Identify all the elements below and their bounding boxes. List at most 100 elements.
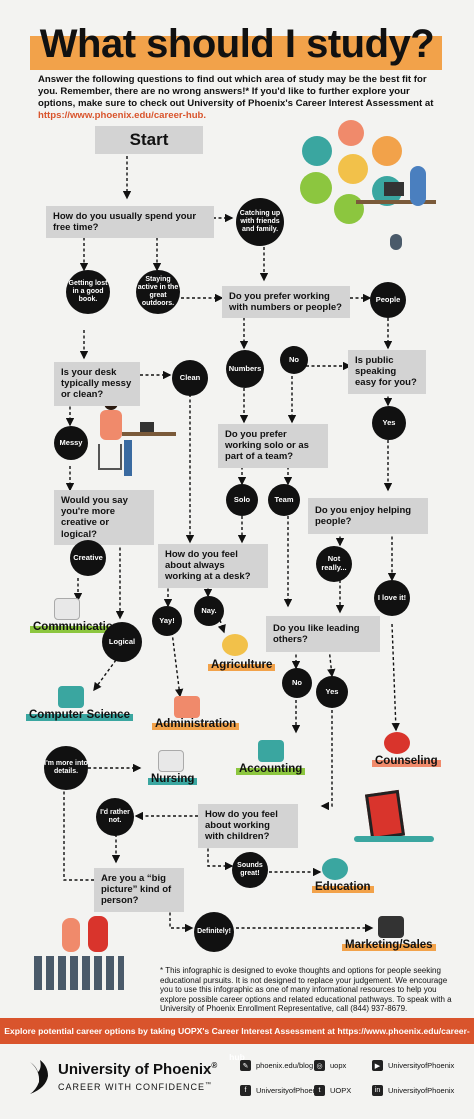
laptop-icon — [384, 182, 404, 196]
laptop-icon — [140, 422, 154, 432]
q-free-time: How do you usually spend your free time? — [46, 206, 214, 239]
field-counseling-label: Counseling — [375, 755, 438, 767]
globe-icon — [334, 194, 364, 224]
tablet-shadow — [354, 836, 434, 842]
a-yay: Yay! — [152, 606, 182, 636]
briefcase-icon — [378, 916, 404, 938]
start-box: Start — [95, 126, 203, 154]
field-counseling: Counseling — [372, 754, 441, 768]
field-administration-label: Administration — [155, 718, 237, 730]
a-friends-family: Catching up with friends and family. — [236, 198, 284, 246]
brand-name-text: University of Phoenix — [58, 1061, 212, 1078]
facebook-icon: f — [240, 1085, 251, 1096]
a-messy: Messy — [54, 426, 88, 460]
social-blog[interactable]: ✎phoenix.edu/blog — [240, 1060, 313, 1071]
microscope-icon — [322, 858, 348, 880]
filing-cabinet-icon — [174, 696, 200, 718]
intro-body: Answer the following questions to find o… — [38, 74, 434, 109]
brand-name: University of Phoenix® — [58, 1061, 217, 1078]
field-computer-science: Computer Science — [26, 708, 133, 722]
a-no-leading: No — [282, 668, 312, 698]
books-icon — [54, 598, 80, 620]
twitter-icon: t — [314, 1085, 325, 1096]
q-big-picture: Are you a “big picture” kind of person? — [94, 868, 184, 912]
computer-icon — [58, 686, 84, 708]
a-creative: Creative — [70, 540, 106, 576]
a-love-it: I love it! — [374, 580, 410, 616]
a-rather-not: I'd rather not. — [96, 798, 134, 836]
a-solo: Solo — [226, 484, 258, 516]
hospital-icon — [158, 750, 184, 772]
a-good-book: Getting lost in a good book. — [66, 270, 110, 314]
a-details: I'm more into details. — [44, 746, 88, 790]
a-yes-speaking: Yes — [372, 406, 406, 440]
a-sounds-great: Sounds great! — [232, 852, 268, 888]
heart-icon — [384, 732, 410, 754]
field-computer-science-label: Computer Science — [29, 709, 130, 721]
desk-shape — [356, 200, 436, 204]
phoenix-logo-icon — [26, 1056, 52, 1096]
brand-registered: ® — [211, 1061, 218, 1070]
calculator-icon — [258, 740, 284, 762]
person-body — [100, 410, 122, 440]
crowd-shape — [34, 956, 124, 990]
brand-tagline: CAREER WITH CONFIDENCE™ — [58, 1082, 212, 1092]
a-numbers: Numbers — [226, 350, 264, 388]
medical-kit-icon — [300, 172, 332, 204]
brand-trademark: ™ — [205, 1082, 213, 1088]
title-highlight — [30, 36, 442, 70]
intro-text: Answer the following questions to find o… — [38, 74, 446, 122]
lightbulb-icon — [338, 154, 368, 184]
youtube-icon: ▶ — [372, 1060, 383, 1071]
q-children: How do you feel about working with child… — [198, 804, 298, 848]
a-logical: Logical — [102, 622, 142, 662]
field-agriculture-label: Agriculture — [211, 659, 273, 671]
person-left — [62, 918, 80, 952]
instagram-icon: ◎ — [314, 1060, 325, 1071]
q-enjoy-helping: Do you enjoy helping people? — [308, 498, 428, 535]
career-hub-link[interactable]: https://www.phoenix.edu/career-hub. — [38, 109, 207, 121]
person-figure — [410, 166, 426, 206]
field-education: Education — [312, 880, 374, 894]
blog-icon: ✎ — [240, 1060, 251, 1071]
tablet-icon — [364, 789, 406, 841]
title-area: What should I study? — [0, 14, 474, 94]
a-no-speaking: No — [280, 346, 308, 374]
person-right — [88, 916, 108, 952]
field-nursing-label: Nursing — [151, 773, 195, 785]
brand-tagline-text: CAREER WITH CONFIDENCE — [58, 1082, 206, 1092]
q-desk-work: How do you feel about always working at … — [158, 544, 268, 588]
field-marketing-label: Marketing/Sales — [345, 939, 433, 951]
career-assessment-banner[interactable]: Explore potential career options by taki… — [0, 1018, 474, 1062]
social-youtube[interactable]: ▶UniversityofPhoenix — [372, 1060, 454, 1071]
field-accounting: Accounting — [236, 762, 306, 776]
q-creative-logical: Would you say you're more creative or lo… — [54, 490, 154, 545]
a-team: Team — [268, 484, 300, 516]
people-illustration — [30, 912, 126, 994]
q-public-speaking: Is public speaking easy for you? — [348, 350, 426, 394]
person-legs — [124, 440, 132, 476]
a-outdoors: Staying active in the great outdoors. — [136, 270, 180, 314]
q-leading-others: Do you like leading others? — [266, 616, 380, 653]
field-accounting-label: Accounting — [239, 763, 303, 775]
field-communications: Communications — [30, 620, 130, 634]
field-nursing: Nursing — [148, 772, 198, 786]
chair-shape — [98, 444, 122, 470]
a-yes-leading: Yes — [316, 676, 348, 708]
a-nay: Nay. — [194, 596, 224, 626]
q-numbers-or-people: Do you prefer working with numbers or pe… — [222, 286, 350, 319]
tablet-illustration — [354, 784, 434, 844]
disclaimer: * This infographic is designed to evoke … — [160, 966, 452, 1014]
desk-illustration — [94, 396, 180, 482]
field-education-label: Education — [315, 881, 371, 893]
desk-top — [122, 432, 176, 436]
field-agriculture: Agriculture — [208, 658, 276, 672]
field-marketing-sales: Marketing/Sales — [342, 938, 436, 952]
cat-figure — [390, 234, 402, 250]
social-instagram[interactable]: ◎uopx — [314, 1060, 346, 1071]
a-not-really: Not really... — [316, 546, 352, 582]
study-illustration — [298, 118, 438, 258]
